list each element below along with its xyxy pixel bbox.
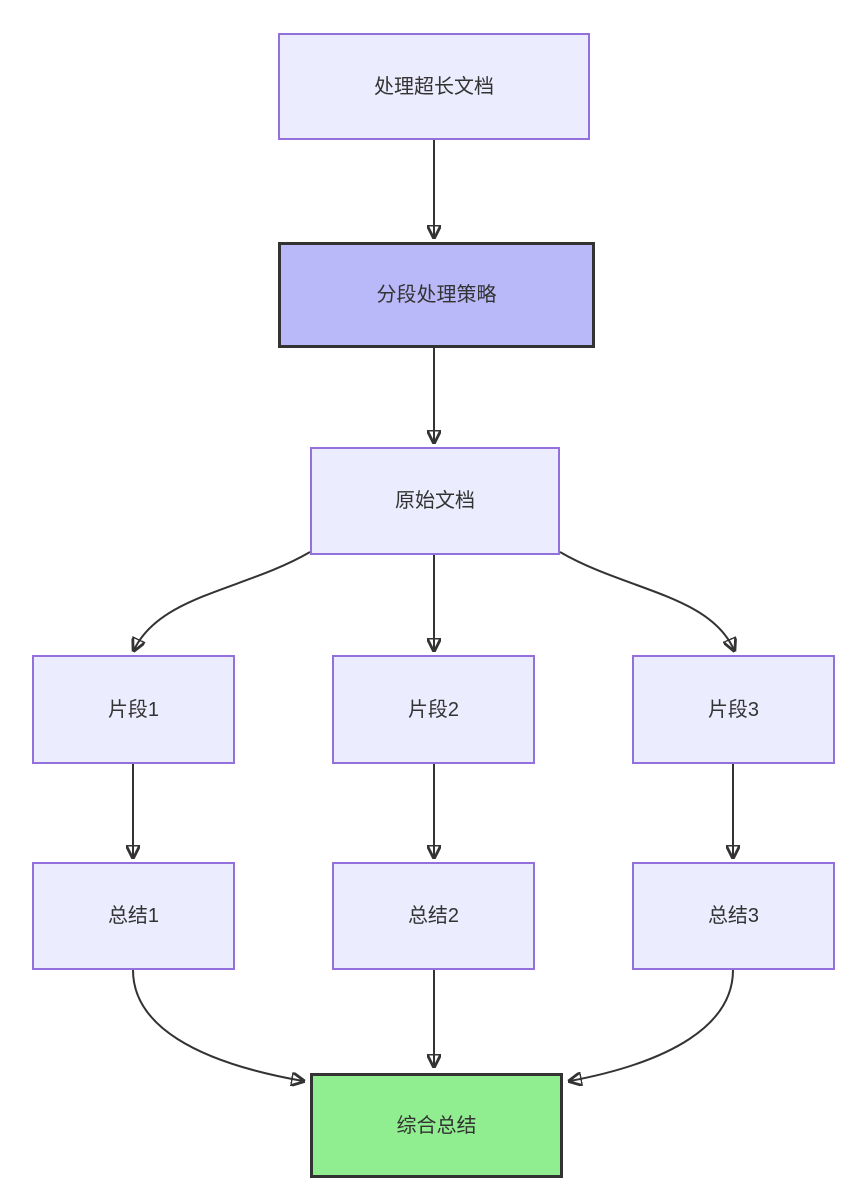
node-process-label: 处理超长文档	[374, 75, 494, 98]
node-final-summary: 综合总结	[310, 1073, 563, 1178]
edge-summary3-to-final	[570, 969, 734, 1081]
node-summary-1: 总结1	[32, 862, 235, 970]
node-segment-3-label: 片段3	[707, 698, 760, 721]
edge-summary1-to-final	[132, 969, 303, 1081]
node-segment-2-label: 片段2	[407, 698, 460, 721]
node-segment-3: 片段3	[632, 655, 835, 764]
node-summary-2-label: 总结2	[407, 905, 460, 927]
node-summary-2: 总结2	[332, 862, 535, 970]
node-original-doc: 原始文档	[310, 447, 560, 555]
node-summary-3: 总结3	[632, 862, 835, 970]
node-strategy-label: 分段处理策略	[376, 284, 497, 306]
node-summary-3-label: 总结3	[707, 905, 760, 927]
edge-original-to-segment3	[559, 551, 734, 650]
node-segment-1-label: 片段1	[107, 698, 160, 721]
node-strategy: 分段处理策略	[278, 242, 595, 348]
node-original-doc-label: 原始文档	[395, 490, 475, 512]
node-segment-2: 片段2	[332, 655, 535, 764]
node-summary-1-label: 总结1	[107, 905, 160, 927]
edge-original-to-segment1	[134, 551, 311, 650]
node-segment-1: 片段1	[32, 655, 235, 764]
node-process: 处理超长文档	[278, 33, 590, 140]
node-final-summary-label: 综合总结	[396, 1114, 477, 1137]
